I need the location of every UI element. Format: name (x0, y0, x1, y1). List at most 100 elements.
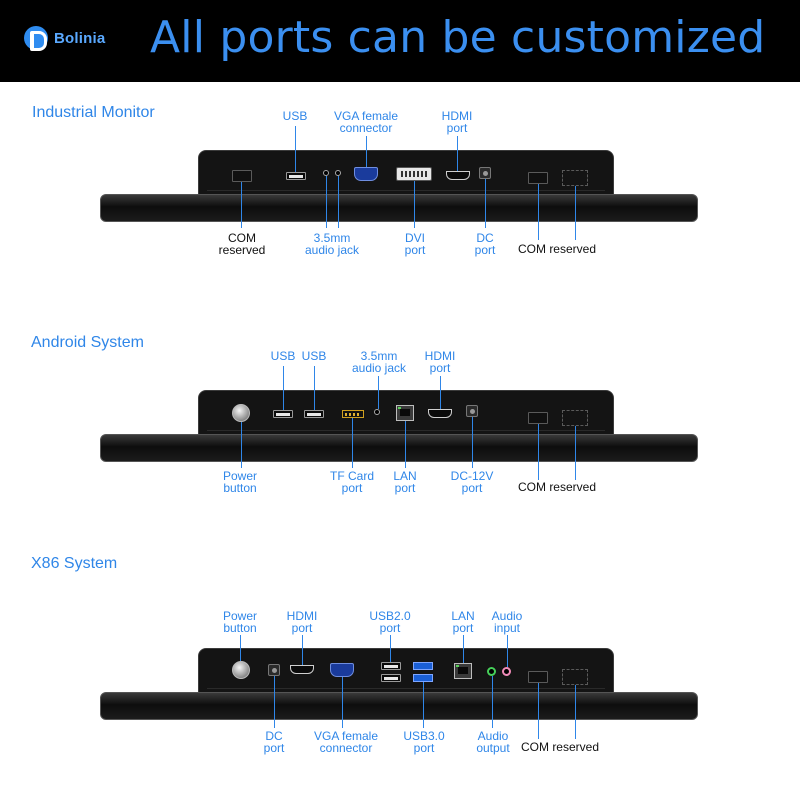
leader-line (241, 182, 242, 228)
label-audio-line1: 3.5mm (360, 349, 398, 363)
android-usb-port-b (304, 410, 324, 418)
x86-usb2-port-a (381, 662, 401, 670)
leader-line (302, 635, 303, 665)
x86-com-reserved (562, 669, 588, 685)
label-power-line1: Power (222, 469, 258, 483)
industrial-com-reserved-right (562, 170, 588, 186)
android-usb-port-a (273, 410, 293, 418)
label-dc-line1: DC (265, 729, 283, 743)
industrial-com-port-right (528, 172, 548, 184)
label-vga-line1: VGA female (333, 109, 399, 123)
label-power-line2: button (223, 621, 257, 635)
leader-line (463, 635, 464, 663)
leader-line (326, 176, 327, 228)
leader-line (492, 676, 493, 728)
industrial-dvi-port (396, 167, 432, 181)
leader-line (423, 682, 424, 728)
label-audio-line1: 3.5mm (313, 231, 351, 245)
label-power-line2: button (223, 481, 257, 495)
leader-line (440, 376, 441, 409)
label-usb-a: USB (270, 349, 296, 363)
x86-dc-port (268, 664, 280, 676)
label-audio-line2: audio jack (304, 243, 360, 257)
leader-line (405, 421, 406, 468)
header-banner: Bolinia All ports can be customized (0, 0, 800, 82)
leader-line (507, 635, 508, 667)
x86-usb2-port-b (381, 674, 401, 682)
label-usb-b: USB (301, 349, 327, 363)
label-usb: USB (282, 109, 308, 123)
page-headline: All ports can be customized (150, 12, 766, 63)
leader-line (241, 422, 242, 468)
leader-line (538, 424, 539, 480)
label-lan-line2: port (452, 621, 474, 635)
label-dc-line1: DC-12V (450, 469, 494, 483)
industrial-bezel (100, 194, 698, 222)
leader-line (274, 676, 275, 728)
label-tf-line2: port (341, 481, 363, 495)
label-dc-line1: DC (476, 231, 494, 245)
industrial-audio-jack-b (335, 170, 341, 176)
label-power-line1: Power (222, 609, 258, 623)
label-hdmi-line2: port (446, 121, 468, 135)
x86-usb3-port-b (413, 674, 433, 682)
android-audio-jack (374, 409, 380, 415)
label-usb2-line2: port (379, 621, 401, 635)
leader-line (538, 683, 539, 739)
label-audio-input-line1: Audio (491, 609, 523, 623)
label-usb3-line1: USB3.0 (403, 729, 445, 743)
label-hdmi-line2: port (429, 361, 451, 375)
x86-rear-panel (198, 648, 614, 694)
x86-lan-port (454, 663, 472, 679)
android-com-reserved (562, 410, 588, 426)
label-lan-line1: LAN (393, 469, 417, 483)
leader-line (342, 677, 343, 728)
industrial-vga-port (354, 167, 378, 181)
leader-line (472, 417, 473, 468)
label-lan-line1: LAN (451, 609, 475, 623)
label-dc-line2: port (474, 243, 496, 257)
industrial-usb-port (286, 172, 306, 180)
label-audio-output-line2: output (476, 741, 510, 755)
leader-line (575, 186, 576, 240)
label-usb2-line1: USB2.0 (369, 609, 411, 623)
industrial-hdmi-port (446, 171, 470, 180)
x86-bezel (100, 692, 698, 720)
label-lan-line2: port (394, 481, 416, 495)
android-section-title: Android System (31, 334, 144, 351)
leader-line (295, 126, 296, 172)
leader-line (538, 184, 539, 240)
x86-audio-output-jack (487, 667, 496, 676)
android-hdmi-port (428, 409, 452, 418)
leader-line (366, 136, 367, 167)
x86-hdmi-port (290, 665, 314, 674)
label-hdmi-line1: HDMI (424, 349, 456, 363)
x86-audio-input-jack (502, 667, 511, 676)
x86-com-port (528, 671, 548, 683)
bolinia-logo-icon (24, 26, 48, 51)
label-dc-line2: port (461, 481, 483, 495)
label-dvi-line1: DVI (404, 231, 426, 245)
leader-line (283, 366, 284, 410)
industrial-section-title: Industrial Monitor (32, 104, 155, 121)
label-com-reserved: COM reserved (517, 480, 597, 494)
android-power-button (232, 404, 250, 422)
brand-name: Bolinia (54, 29, 106, 47)
label-hdmi-line1: HDMI (441, 109, 473, 123)
brand-logo: Bolinia (24, 26, 106, 51)
leader-line (414, 181, 415, 228)
label-com-reserved: COM reserved (517, 242, 597, 256)
leader-line (485, 179, 486, 228)
leader-line (457, 136, 458, 171)
label-vga-line2: connector (319, 741, 373, 755)
label-com-line2: reserved (218, 243, 266, 257)
android-bezel (100, 434, 698, 462)
x86-usb3-port-a (413, 662, 433, 670)
label-hdmi-line2: port (291, 621, 313, 635)
leader-line (575, 685, 576, 739)
industrial-com-port (232, 170, 252, 182)
leader-line (240, 635, 241, 661)
label-dc-line2: port (263, 741, 285, 755)
label-tf-line1: TF Card (329, 469, 375, 483)
leader-line (314, 366, 315, 410)
